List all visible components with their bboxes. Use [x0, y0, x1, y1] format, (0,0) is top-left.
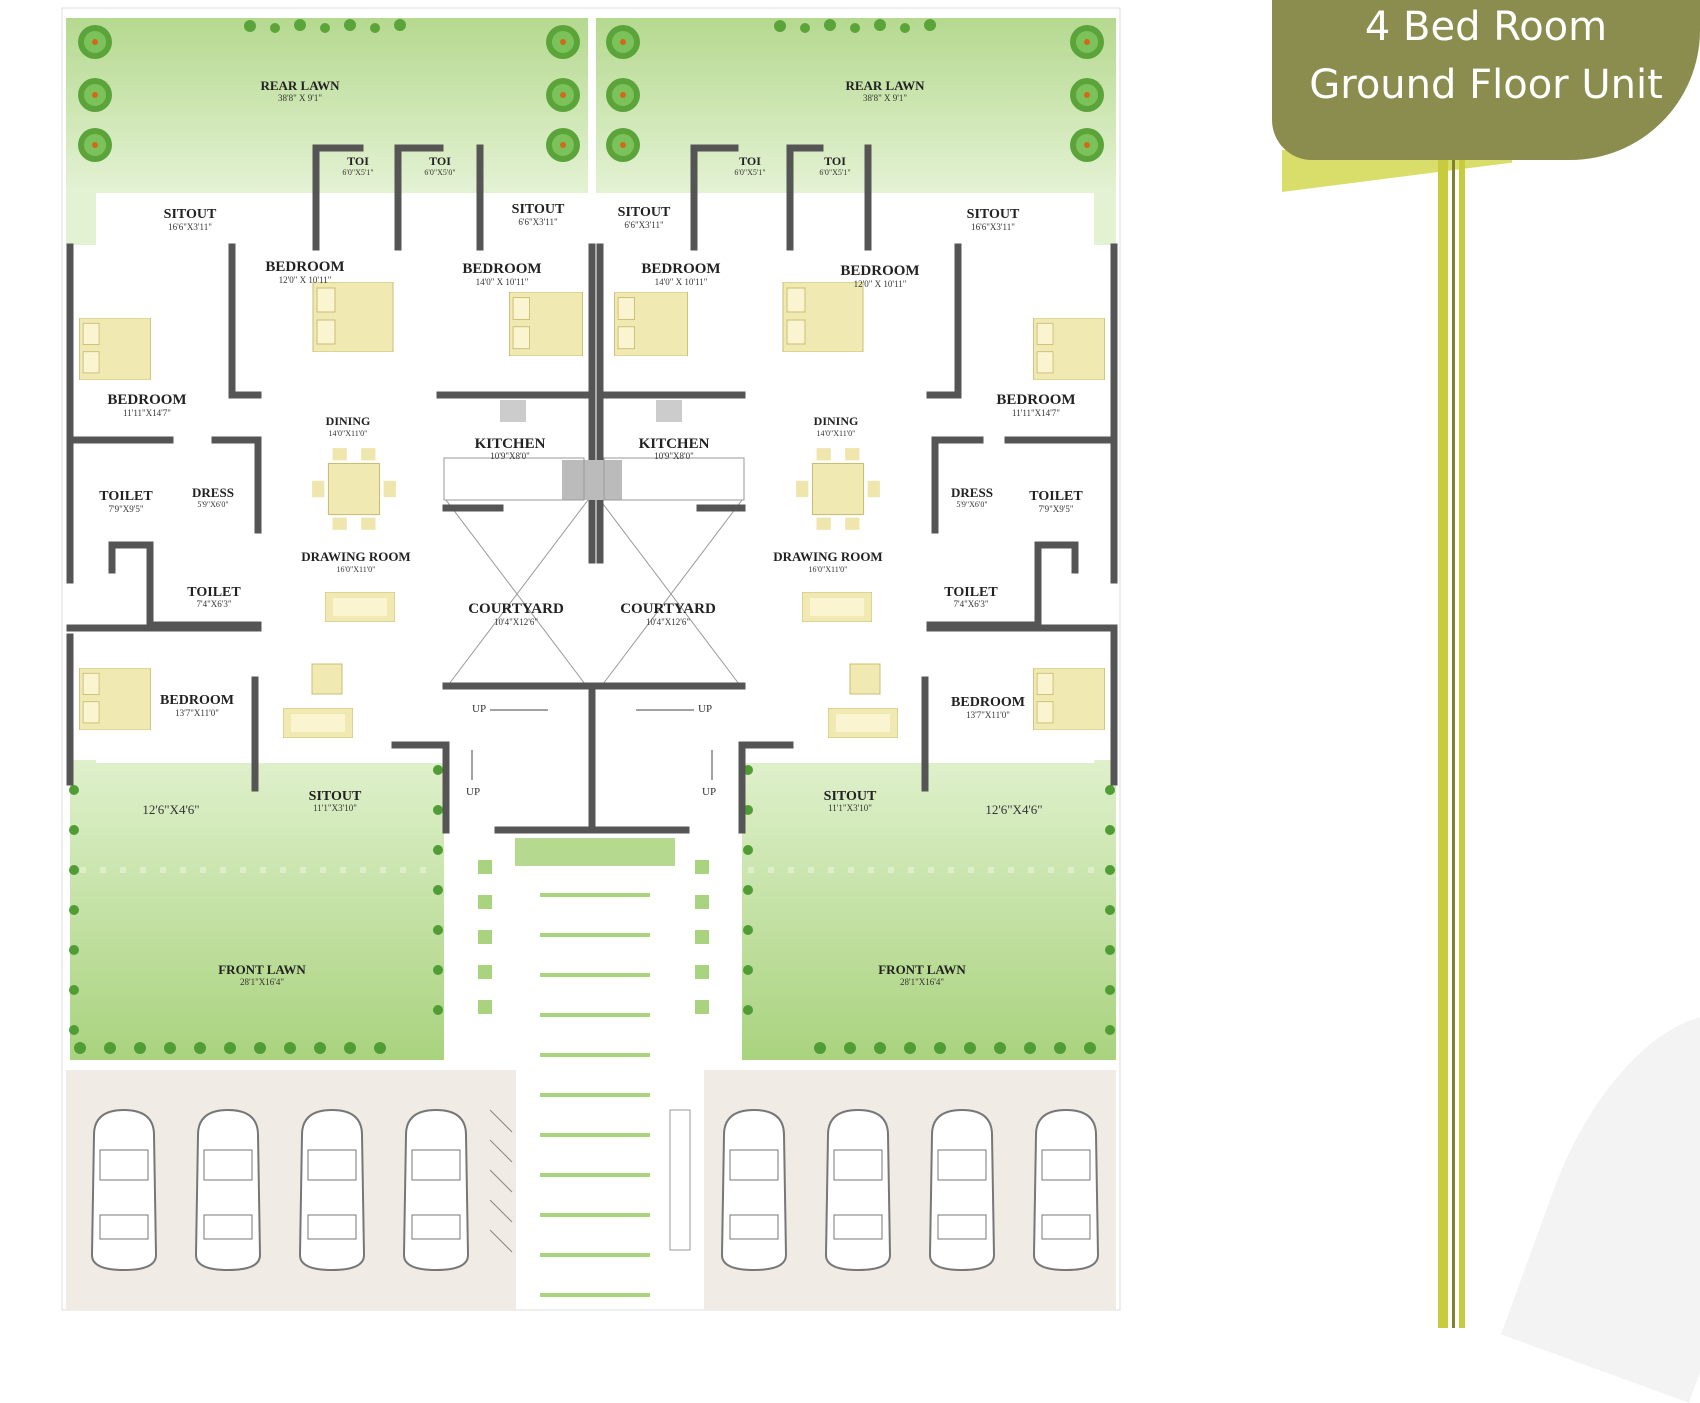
- toilet-label: TOILET: [99, 489, 153, 504]
- sitout-label: SITOUT: [967, 207, 1020, 222]
- leaf-decoration: [1501, 977, 1700, 1403]
- bedroom-label: BEDROOM: [951, 695, 1025, 710]
- badge-title-line1: 4 Bed Room: [1364, 4, 1608, 50]
- bedroom-label: BEDROOM: [462, 261, 541, 277]
- bedroom-label: BEDROOM: [641, 261, 720, 277]
- walls: [66, 144, 1118, 834]
- bedroom-dim: 11'11"X14'7": [123, 408, 171, 418]
- dress-dim: 5'9"X6'0": [956, 500, 987, 509]
- toilet-label: TOILET: [1029, 489, 1083, 504]
- front-lawn-dim: 28'1"X16'4": [900, 977, 944, 987]
- front-lawn-right: [742, 760, 1116, 1060]
- toilet-dim: 7'4"X6'3": [953, 599, 988, 609]
- front-lawn-label: FRONT LAWN: [878, 962, 966, 977]
- courtyard-label: COURTYARD: [468, 601, 564, 617]
- bedroom-label: BEDROOM: [160, 693, 234, 708]
- bedroom-dim: 13'7"X11'0": [175, 708, 219, 718]
- kitchen-dim: 10'9"X8'0": [490, 451, 530, 461]
- drawing-room-label: DRAWING ROOM: [301, 549, 410, 564]
- sitout-label: SITOUT: [618, 205, 671, 220]
- rear-lawn-dim: 38'8" X 9'1": [278, 93, 322, 103]
- drawing-room-dim: 16'0"X11'0": [809, 565, 848, 574]
- toi-dim: 6'0"X5'0": [424, 168, 455, 177]
- decorative-stripe: [1438, 160, 1448, 1328]
- rear-lawn-left: [66, 18, 588, 193]
- verandah-dim: 12'6"X4'6": [985, 802, 1042, 817]
- badge-title-line2: Ground Floor Unit: [1309, 62, 1663, 108]
- sitout-label: SITOUT: [824, 789, 877, 804]
- sofa-icon: [283, 592, 898, 738]
- bedroom-dim: 14'0" X 10'11": [476, 277, 529, 287]
- up-label: UP: [702, 786, 716, 798]
- rear-lawn-right: [596, 18, 1116, 193]
- rear-lawn-label: REAR LAWN: [260, 78, 340, 93]
- sitout-label: SITOUT: [309, 789, 362, 804]
- sitout-dim: 16'6"X3'11": [168, 222, 212, 232]
- kitchen-label: KITCHEN: [639, 436, 710, 452]
- dress-label: DRESS: [951, 485, 993, 500]
- front-lawn-dim: 28'1"X16'4": [240, 977, 284, 987]
- bedroom-label: BEDROOM: [265, 259, 344, 275]
- toi-label: TOI: [429, 154, 451, 168]
- toi-label: TOI: [739, 154, 761, 168]
- kitchen-label: KITCHEN: [475, 436, 546, 452]
- toilet-label: TOILET: [944, 585, 998, 600]
- toilet-dim: 7'9"X9'5": [108, 504, 143, 514]
- sitout-dim: 6'6"X3'11": [518, 217, 558, 227]
- bedroom-label: BEDROOM: [996, 392, 1075, 408]
- floor-plan: REAR LAWN 38'8" X 9'1" TOI 6'0"X5'1" TOI…: [61, 7, 1121, 1311]
- sitout-dim: 11'1"X3'10": [828, 803, 872, 813]
- rear-lawn-label: REAR LAWN: [845, 78, 925, 93]
- toi-label: TOI: [347, 154, 369, 168]
- courtyard-dim: 10'4"X12'6": [494, 617, 538, 627]
- rear-lawn-dim: 38'8" X 9'1": [863, 93, 907, 103]
- bedroom-dim: 14'0" X 10'11": [655, 277, 708, 287]
- toilet-dim: 7'9"X9'5": [1038, 504, 1073, 514]
- bedroom-label: BEDROOM: [840, 263, 919, 279]
- verandah-dim: 12'6"X4'6": [142, 802, 199, 817]
- bedroom-dim: 12'0" X 10'11": [854, 279, 907, 289]
- drawing-room-label: DRAWING ROOM: [773, 549, 882, 564]
- up-label: UP: [472, 703, 486, 715]
- toi-label: TOI: [824, 154, 846, 168]
- dining-label: DINING: [814, 414, 859, 428]
- sitout-label: SITOUT: [512, 202, 565, 217]
- front-lawn-label: FRONT LAWN: [218, 962, 306, 977]
- bedroom-dim: 12'0" X 10'11": [279, 275, 332, 285]
- decorative-stripe: [1452, 160, 1455, 1328]
- toilet-dim: 7'4"X6'3": [196, 599, 231, 609]
- sitout-label: SITOUT: [164, 207, 217, 222]
- dining-dim: 14'0"X11'0": [329, 429, 368, 438]
- dining-label: DINING: [326, 414, 371, 428]
- sitout-dim: 16'6"X3'11": [971, 222, 1015, 232]
- toi-dim: 6'0"X5'1": [734, 168, 765, 177]
- up-label: UP: [698, 703, 712, 715]
- up-label: UP: [466, 786, 480, 798]
- courtyard-dim: 10'4"X12'6": [646, 617, 690, 627]
- dress-label: DRESS: [192, 485, 234, 500]
- title-badge: 4 Bed Room Ground Floor Unit: [1272, 0, 1700, 160]
- courtyard-label: COURTYARD: [620, 601, 716, 617]
- kitchen-dim: 10'9"X8'0": [654, 451, 694, 461]
- toilet-label: TOILET: [187, 585, 241, 600]
- decorative-stripe: [1459, 160, 1465, 1328]
- bedroom-dim: 13'7"X11'0": [966, 710, 1010, 720]
- front-lawn-left: [70, 760, 444, 1060]
- dress-dim: 5'9"X6'0": [197, 500, 228, 509]
- dining-dim: 14'0"X11'0": [817, 429, 856, 438]
- stove-icon: [500, 400, 682, 500]
- toi-dim: 6'0"X5'1": [819, 168, 850, 177]
- toi-dim: 6'0"X5'1": [342, 168, 373, 177]
- sitout-dim: 6'6"X3'11": [624, 220, 664, 230]
- bedroom-dim: 11'11"X14'7": [1012, 408, 1060, 418]
- sitout-dim: 11'1"X3'10": [313, 803, 357, 813]
- drawing-room-dim: 16'0"X11'0": [337, 565, 376, 574]
- bedroom-label: BEDROOM: [107, 392, 186, 408]
